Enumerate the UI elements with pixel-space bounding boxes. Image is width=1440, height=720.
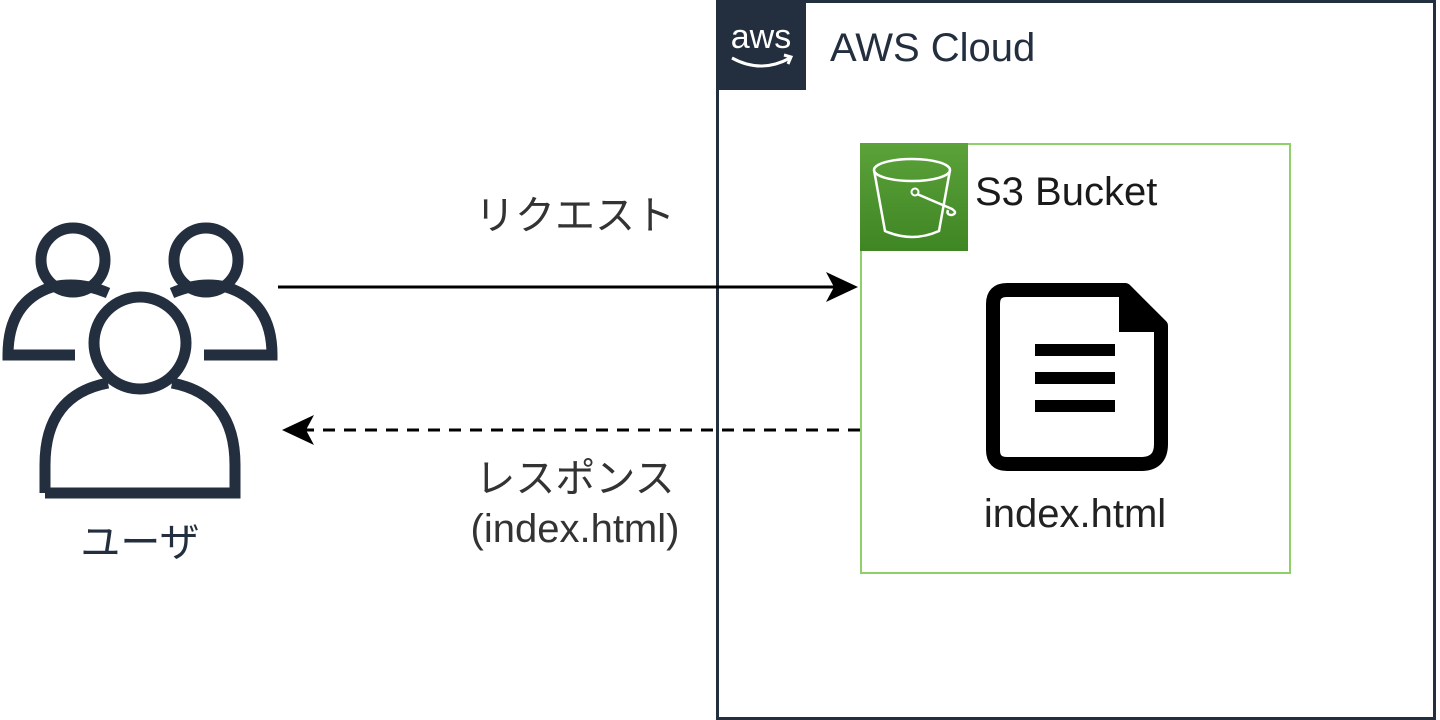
document-icon (985, 282, 1170, 472)
aws-cloud-label: AWS Cloud (830, 26, 1036, 70)
request-label: リクエスト (475, 194, 675, 238)
s3-bucket-label: S3 Bucket (975, 170, 1158, 214)
document-label: index.html (983, 492, 1167, 536)
aws-cloud-group (716, 0, 1436, 720)
users-label: ユーザ (80, 521, 200, 565)
users-icon (0, 215, 285, 505)
response-sub-label: (index.html) (470, 507, 680, 551)
aws-logo-icon: aws (716, 0, 806, 90)
s3-bucket-group (860, 143, 1291, 574)
aws-logo-text: aws (731, 18, 791, 56)
s3-bucket-icon (860, 143, 968, 251)
response-label: レスポンス (475, 457, 675, 501)
